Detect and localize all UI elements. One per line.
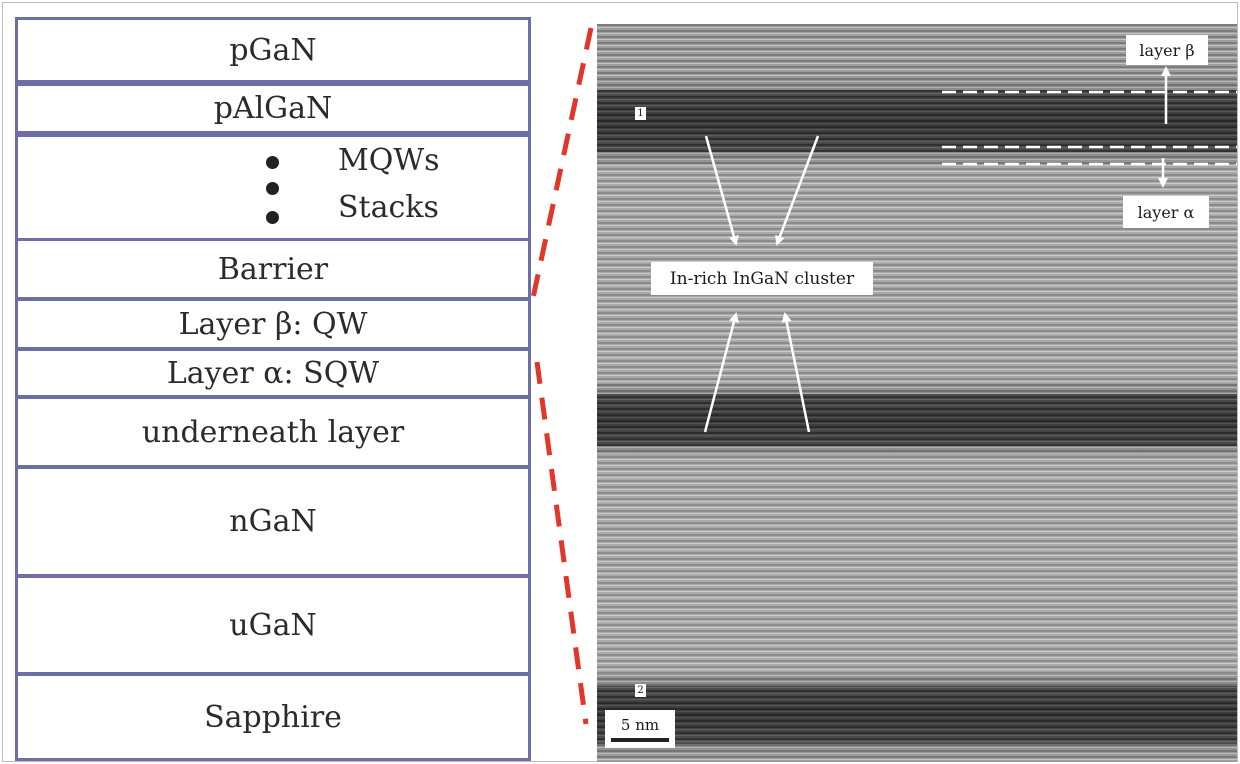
cluster-label: In-rich InGaN cluster [651, 262, 873, 295]
ellipsis-dot [266, 211, 279, 224]
layer-pgan: pGaN [15, 17, 531, 83]
cluster-arrow [703, 312, 739, 433]
layer-underneath: underneath layer [15, 396, 531, 468]
ellipsis-dot [266, 156, 279, 169]
layer-barrier-label: Barrier [217, 251, 329, 287]
mqws-label: MQWs [338, 143, 440, 178]
dark-band-middle-fade [597, 379, 1237, 461]
layer-underneath-label: underneath layer [141, 414, 405, 450]
layer-ugan: uGaN [15, 575, 531, 675]
cluster-arrow [775, 135, 820, 246]
tem-light-region [597, 454, 1237, 674]
marker-1: 1 [635, 107, 646, 120]
layer-alpha-label: Layer α: SQW [166, 355, 380, 391]
cluster-arrow [781, 312, 811, 433]
layer-ugan-label: uGaN [229, 607, 317, 643]
cluster-arrow [704, 135, 739, 246]
dark-band-bottom-fade [597, 669, 1237, 759]
layer-beta-label: layer β [1126, 35, 1208, 65]
layer-pgan-label: pGaN [229, 32, 317, 68]
layer-sapphire: Sapphire [15, 673, 531, 761]
tem-image [597, 24, 1237, 762]
connector-top-dashed-line [530, 27, 594, 299]
layer-beta-label: Layer β: QW [178, 306, 368, 342]
layer-palgan-label: pAlGaN [213, 91, 333, 126]
layer-ngan-label: nGaN [229, 504, 317, 539]
layer-ngan: nGaN [15, 466, 531, 577]
layer-stack: pGaN pAlGaN MQWs Stacks Barrier Layer β:… [15, 17, 531, 761]
dark-band-top-fade [597, 74, 1237, 169]
layer-barrier: Barrier [15, 238, 531, 300]
ellipsis-dot [266, 182, 279, 195]
marker-2: 2 [635, 684, 646, 697]
layer-beta-qw: Layer β: QW [15, 298, 531, 350]
layer-palgan: pAlGaN [15, 83, 531, 134]
layer-alpha-sqw: Layer α: SQW [15, 348, 531, 398]
scale-bar-line [611, 738, 669, 742]
scale-bar-label: 5 nm [620, 716, 660, 734]
connector-bottom-dashed-line [534, 361, 589, 725]
layer-alpha-label: layer α [1123, 196, 1209, 228]
stacks-label: Stacks [338, 190, 439, 225]
tem-micrograph: In-rich InGaN cluster layer β layer α 1 … [597, 24, 1237, 762]
layer-mqw-stacks: MQWs Stacks [15, 134, 531, 241]
layer-sapphire-label: Sapphire [204, 699, 342, 735]
scale-bar: 5 nm [605, 710, 675, 748]
